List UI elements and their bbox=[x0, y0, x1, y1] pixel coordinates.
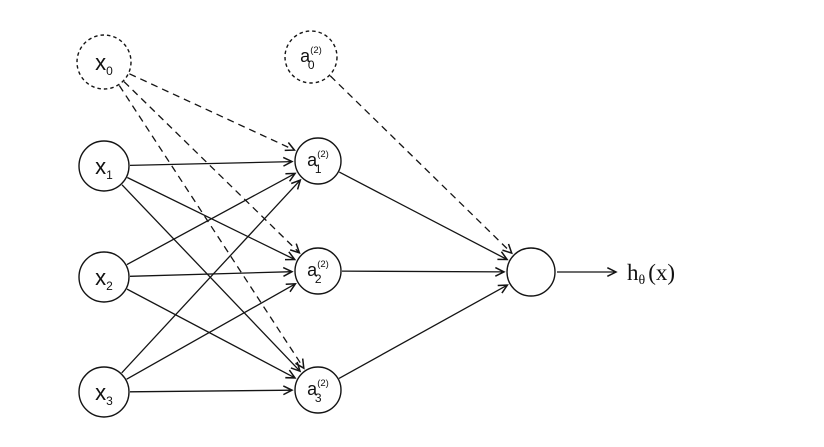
node-a2: a(2)2 bbox=[294, 247, 342, 295]
output-function-label: hθ(x) bbox=[627, 260, 675, 288]
node-a1-label: a(2)1 bbox=[307, 149, 329, 176]
node-x1-label: x1 bbox=[95, 154, 113, 182]
node-a0-circle bbox=[284, 30, 338, 84]
node-x3-circle bbox=[78, 366, 130, 418]
edge-a3-to-out bbox=[338, 284, 509, 379]
node-x0: x0 bbox=[76, 34, 132, 90]
edge-x2-to-a3 bbox=[126, 288, 297, 379]
node-x1: x1 bbox=[78, 140, 130, 192]
edge-x3-to-a3 bbox=[129, 385, 294, 396]
node-out-circle bbox=[506, 247, 556, 297]
node-a3-label: a(2)3 bbox=[307, 378, 329, 405]
node-x0-label: x0 bbox=[95, 50, 113, 78]
node-x2-circle bbox=[78, 251, 130, 303]
node-a1-circle bbox=[294, 137, 342, 185]
edge-x1-to-a3 bbox=[121, 184, 302, 373]
nodes-layer: x0 x1 x2 x3 a(2)0 a(2)1 a(2)2 a(2)3 bbox=[76, 30, 556, 418]
edge-a2-to-out bbox=[341, 266, 506, 277]
node-a2-circle bbox=[294, 247, 342, 295]
node-x2-label: x2 bbox=[95, 265, 113, 293]
node-x0-circle bbox=[76, 34, 132, 90]
edge-x0-to-a2 bbox=[123, 81, 301, 254]
edge-x2-to-a1 bbox=[126, 172, 297, 266]
node-x3: x3 bbox=[78, 366, 130, 418]
node-a3-circle bbox=[294, 366, 342, 414]
edge-x2-to-a2 bbox=[129, 266, 294, 277]
node-x1-circle bbox=[78, 140, 130, 192]
edges-layer bbox=[118, 73, 618, 396]
edge-x3-to-a2 bbox=[126, 282, 297, 380]
edge-x0-to-a1 bbox=[129, 73, 296, 152]
node-a3: a(2)3 bbox=[294, 366, 342, 414]
edge-x0-to-a3 bbox=[118, 85, 305, 370]
node-x3-label: x3 bbox=[95, 380, 113, 408]
node-x2: x2 bbox=[78, 251, 130, 303]
node-a0-label: a(2)0 bbox=[300, 45, 322, 72]
node-a1: a(2)1 bbox=[294, 137, 342, 185]
node-a2-label: a(2)2 bbox=[307, 259, 329, 286]
edge-a0-to-out bbox=[329, 75, 513, 255]
edge-x1-to-a1 bbox=[129, 156, 294, 167]
edge-a1-to-out bbox=[338, 171, 509, 261]
node-out bbox=[506, 247, 556, 297]
node-a0: a(2)0 bbox=[284, 30, 338, 84]
edge-x3-to-a1 bbox=[121, 178, 302, 374]
